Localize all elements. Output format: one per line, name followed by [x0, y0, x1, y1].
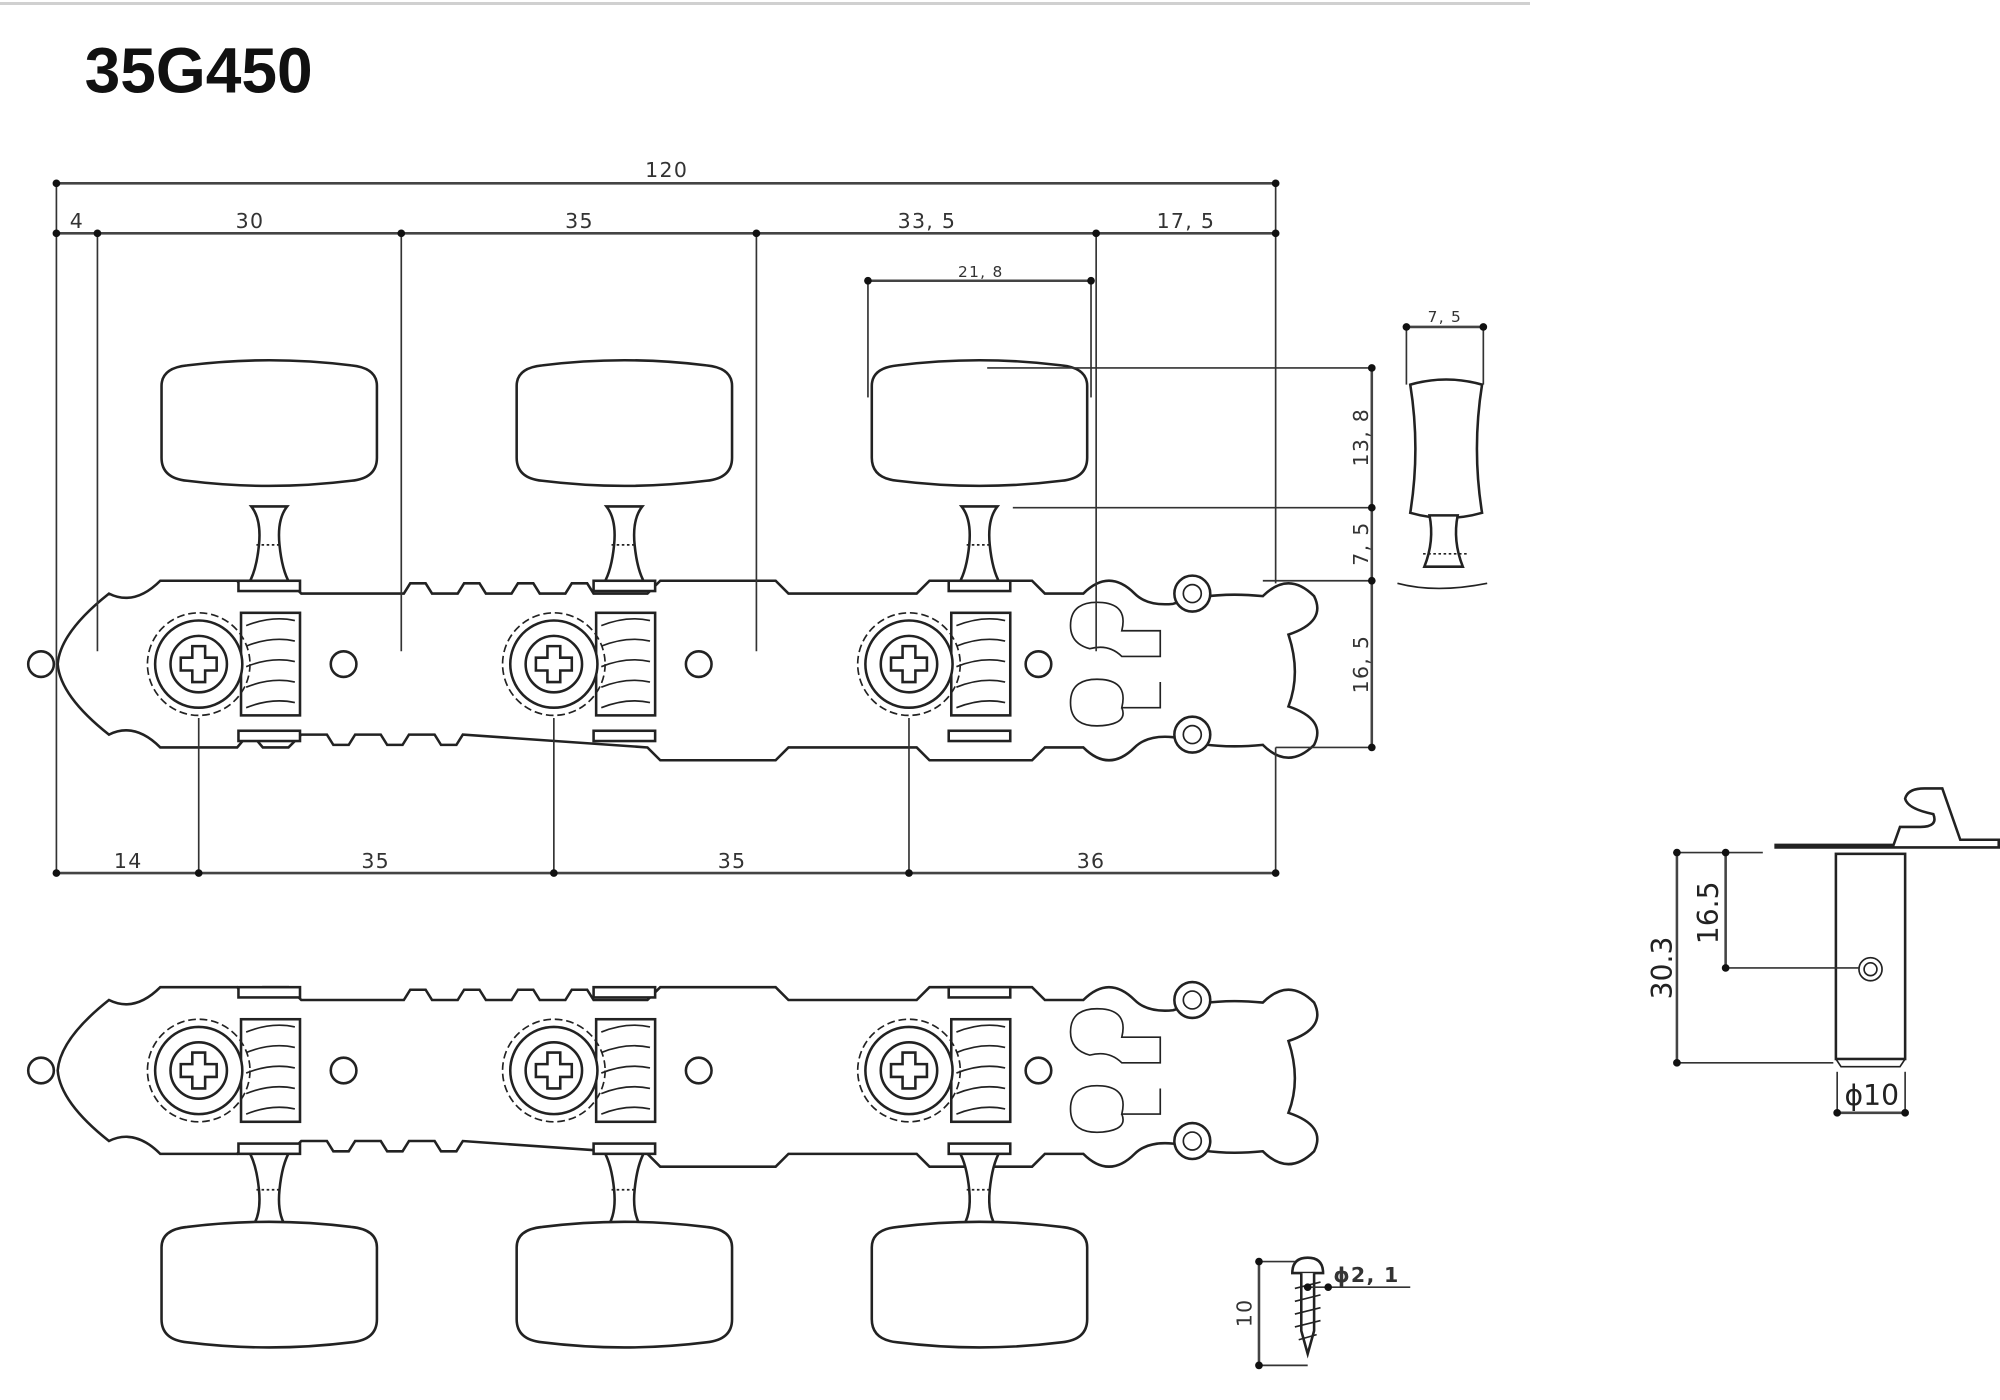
- dim-spacing-2: 30: [236, 209, 265, 233]
- dim-post-spacing-2: 35: [361, 849, 390, 873]
- dim-overall-length: 120: [645, 158, 688, 182]
- dimension-lines-top: [52, 179, 1376, 877]
- dim-spacing-5: 17, 5: [1157, 209, 1216, 233]
- post-side-view: [1673, 787, 2000, 1117]
- dim-spacing-1: 4: [70, 209, 84, 233]
- dim-post-height: 30.3: [1646, 937, 1679, 1000]
- dim-plate-width: 16, 5: [1349, 635, 1373, 694]
- dim-post-spacing-3: 35: [718, 849, 747, 873]
- screw-detail: [1255, 1256, 1411, 1370]
- dim-post-spacing-4: 36: [1077, 849, 1106, 873]
- top-view-assembly: [26, 358, 1319, 762]
- dim-screw-length: 10: [1232, 1298, 1256, 1327]
- top-divider: [0, 2, 1530, 5]
- dim-knob-height: 13, 8: [1349, 408, 1373, 467]
- dim-spacing-4: 33, 5: [898, 209, 957, 233]
- dim-post-spacing-1: 14: [114, 849, 143, 873]
- dim-spacing-3: 35: [565, 209, 594, 233]
- dim-knob-width: 21, 8: [958, 263, 1004, 281]
- dim-screw-diameter: ϕ2, 1: [1333, 1263, 1399, 1287]
- knob-side-view: [1397, 323, 1488, 590]
- dim-knob-thickness: 7, 5: [1428, 308, 1462, 326]
- dim-post-diameter: ϕ10: [1845, 1079, 1899, 1112]
- dim-hole-height: 16.5: [1692, 881, 1725, 944]
- dim-stem-height: 7, 5: [1349, 521, 1373, 565]
- bottom-view-assembly: [26, 980, 1319, 1349]
- model-title: 35G450: [85, 34, 313, 106]
